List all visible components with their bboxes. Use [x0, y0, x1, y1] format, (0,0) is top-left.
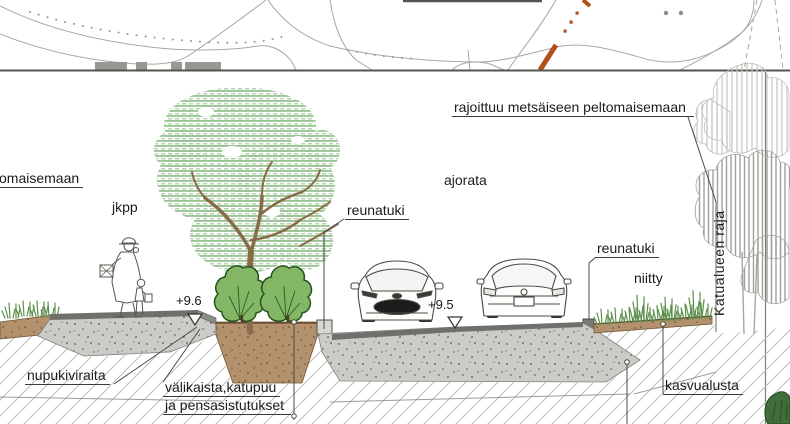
- planting-strip-soil: [215, 321, 319, 384]
- label-left-partial: omaisemaan: [0, 170, 84, 188]
- subgrade-boundary-lines: [0, 371, 717, 403]
- meadow-grass: [593, 289, 713, 325]
- car-front-view: [350, 260, 444, 322]
- map-gray-dots: [663, 10, 684, 16]
- label-katualueen-raja: Katualueen raja: [711, 210, 727, 316]
- elevation-markers: [186, 313, 464, 330]
- tree-canopy-gaps: [198, 107, 305, 217]
- pedestrians: [99, 237, 153, 318]
- street-tree: [154, 87, 340, 335]
- label-reunatuki-left: reunatuki: [345, 202, 409, 220]
- elevation-sidewalk: +9.6: [176, 293, 202, 308]
- label-niitty: niitty: [634, 270, 663, 286]
- road-structure: [317, 322, 641, 383]
- leader-lines: [113, 116, 717, 424]
- label-kasvualusta: kasvualusta: [663, 377, 743, 395]
- label-ajorata: ajorata: [444, 172, 487, 188]
- label-jkpp: jkpp: [112, 199, 138, 215]
- label-valikaista-line1: välikaista,katupuu: [163, 379, 281, 397]
- sidewalk-surface-band: [50, 310, 197, 320]
- subgrade-hatch-area: [0, 323, 790, 424]
- label-nupukiviraita: nupukiviraita: [25, 367, 110, 385]
- background-tree-dark: [694, 149, 790, 335]
- corner-bush: [764, 391, 790, 424]
- label-valikaista: välikaista,katupuu ja pensasistutukset: [163, 379, 292, 415]
- map-dotted-texture: [29, 11, 421, 60]
- contour-lines: [0, 0, 784, 71]
- label-reunatuki-right: reunatuki: [595, 240, 659, 258]
- leader-node-circles: [291, 319, 666, 419]
- background-tree-light: [693, 62, 790, 158]
- label-valikaista-line2: ja pensasistutukset: [163, 397, 292, 415]
- map-strip: [0, 0, 790, 72]
- car-rear-view: [476, 258, 572, 318]
- map-buildings: [95, 62, 221, 70]
- label-rajoittuu: rajoittuu metsäiseen peltomaisemaan: [452, 99, 694, 117]
- elevation-road: +9.5: [428, 297, 454, 312]
- shrub-left: [213, 265, 267, 322]
- shrub-right: [259, 265, 313, 322]
- orange-dashed-utility-line: [537, 0, 592, 72]
- road-surface-band: [332, 322, 583, 340]
